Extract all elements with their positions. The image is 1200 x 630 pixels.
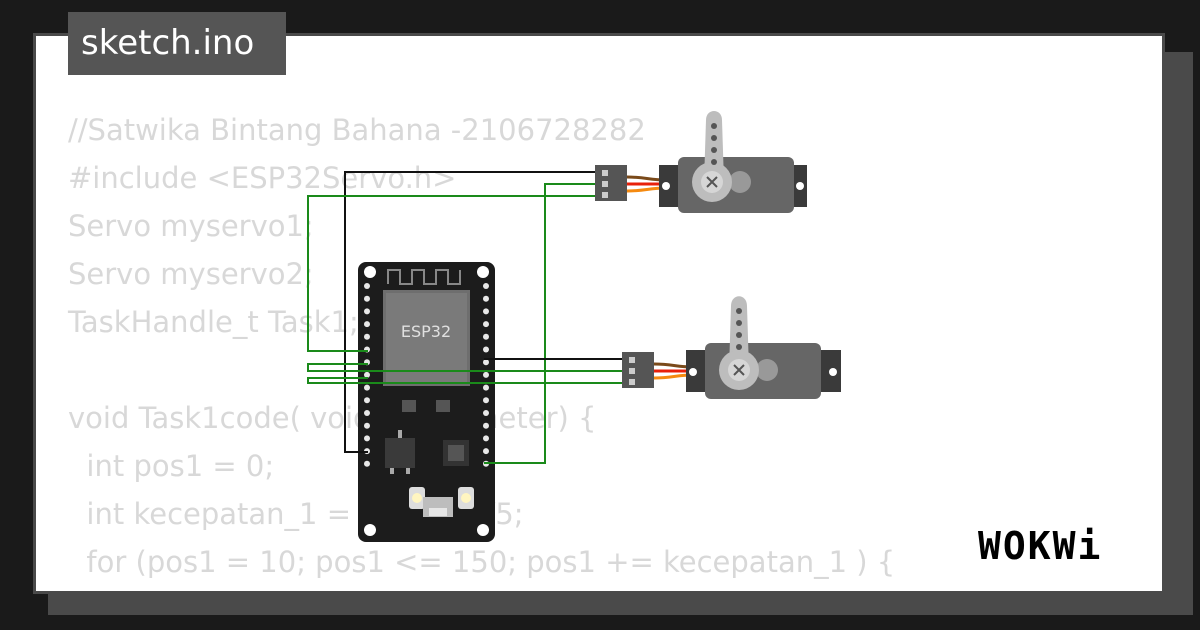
gpio-pin[interactable] [483,333,489,340]
gpio-pin[interactable] [483,295,489,302]
gpio-pin[interactable] [364,283,370,289]
wokwi-logo: WOKWi [978,524,1103,568]
gpio-pin[interactable] [483,283,489,289]
gpio-pin[interactable] [364,397,370,404]
gpio-pin[interactable] [364,295,370,302]
gpio-pin[interactable] [364,384,370,391]
code-line: for (pos1 = 10; pos1 <= 150; pos1 += kec… [68,545,896,579]
code-line: Servo myservo2; [68,257,314,291]
esp32-board[interactable] [358,262,495,542]
filename-tab: sketch.ino [68,12,286,75]
gpio-pin[interactable] [483,435,489,442]
gpio-pin[interactable] [364,333,370,340]
gpio-pin[interactable] [364,435,370,442]
code-line: //Satwika Bintang Bahana -2106728282 [68,113,646,147]
gpio-pin[interactable] [483,359,489,366]
wires [307,171,622,464]
gpio-pin[interactable] [483,448,489,455]
gpio-pin[interactable] [364,410,370,416]
gpio-pin[interactable] [364,371,370,378]
code-line: TaskHandle_t Task1; [68,305,359,339]
esp32-chip-label: ESP32 [401,322,451,341]
gpio-pin[interactable] [483,397,489,404]
code-listing: //Satwika Bintang Bahana -2106728282 #inc… [68,106,896,591]
gpio-pin[interactable] [364,321,370,328]
gpio-pin[interactable] [483,422,489,429]
code-line: Servo myservo1; [68,209,314,243]
gpio-pin[interactable] [364,422,370,429]
code-line: #include <ESP32Servo.h> [68,161,457,195]
gpio-pin[interactable] [483,321,489,328]
gpio-pin[interactable] [364,308,370,315]
gpio-pin[interactable] [483,346,489,353]
gpio-pin[interactable] [483,410,489,416]
gpio-pin[interactable] [483,308,489,315]
servo-motor-1[interactable] [595,111,807,213]
servo-motor-2[interactable] [622,296,841,399]
code-line: int pos1 = 0; [68,449,275,483]
preview-card: //Satwika Bintang Bahana -2106728282 #inc… [33,33,1165,594]
gpio-pin[interactable] [483,384,489,391]
gpio-pin[interactable] [483,371,489,378]
gpio-pin[interactable] [364,460,370,467]
